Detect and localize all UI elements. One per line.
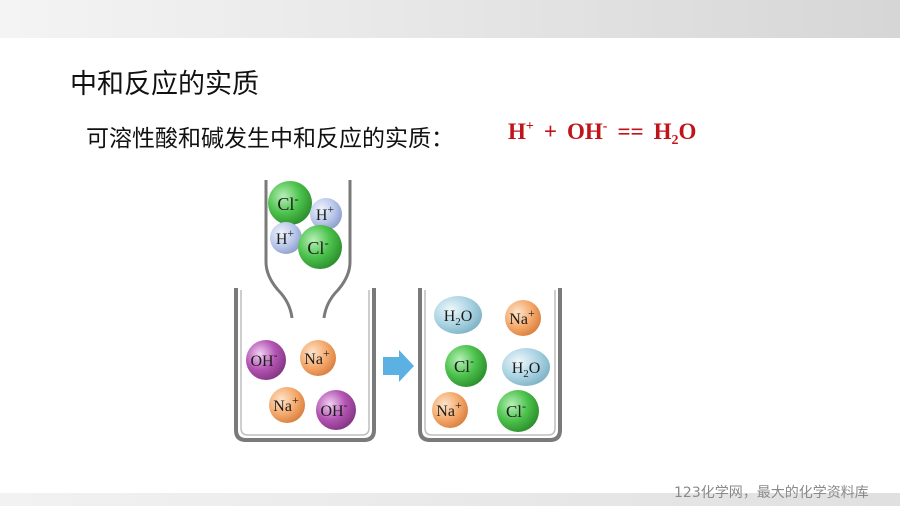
svg-text:Cl-: Cl- bbox=[307, 235, 328, 258]
ion-label: H bbox=[316, 207, 328, 224]
svg-text:H+: H+ bbox=[316, 202, 335, 224]
neutralization-equation: H++OH-==H2O bbox=[508, 119, 696, 149]
ion-label: Na bbox=[273, 398, 292, 415]
left-ion-hydroxide-2: OH- bbox=[316, 390, 356, 430]
ion-charge: - bbox=[274, 348, 278, 362]
ion-label2: O bbox=[529, 360, 541, 377]
svg-text:Cl-: Cl- bbox=[506, 399, 526, 421]
ion-sub: 2 bbox=[455, 316, 461, 328]
ion-charge: + bbox=[528, 306, 535, 320]
ion-label: H bbox=[512, 360, 524, 377]
right-ion-chloride-2: Cl- bbox=[497, 390, 539, 432]
funnel bbox=[264, 180, 352, 319]
eq-hydrogen-charge: + bbox=[525, 119, 534, 134]
ion-charge: + bbox=[455, 398, 462, 412]
watermark: 123化学网，最大的化学资料库 bbox=[674, 485, 869, 501]
svg-text:Na+: Na+ bbox=[509, 306, 535, 328]
ion-charge: - bbox=[470, 354, 474, 368]
ion-charge: + bbox=[323, 346, 330, 360]
eq-hydroxide-charge: - bbox=[602, 119, 608, 134]
right-beaker bbox=[418, 288, 562, 442]
svg-text:H+: H+ bbox=[276, 226, 295, 248]
ion-charge: + bbox=[292, 393, 299, 407]
right-molecule-water-1: H2O bbox=[434, 296, 482, 334]
ion-label: Cl bbox=[506, 402, 522, 421]
ion-charge: + bbox=[287, 226, 294, 240]
eq-water-o: O bbox=[678, 119, 697, 144]
svg-text:Cl-: Cl- bbox=[277, 191, 298, 214]
left-ion-sodium-2: Na+ bbox=[269, 387, 305, 423]
ion-label: OH bbox=[320, 403, 344, 420]
svg-text:H2O: H2O bbox=[512, 360, 541, 380]
left-beaker bbox=[234, 288, 376, 442]
right-ion-sodium-1: Na+ bbox=[505, 300, 541, 336]
ion-label2: O bbox=[461, 308, 473, 325]
left-ion-sodium-1: Na+ bbox=[300, 340, 336, 376]
ion-label: OH bbox=[250, 353, 274, 370]
ion-label: Na bbox=[304, 351, 323, 368]
funnel-ion-chloride-1: Cl- bbox=[268, 181, 312, 225]
funnel-ion-hydrogen-1: H+ bbox=[310, 198, 342, 230]
ion-label: Cl bbox=[454, 357, 470, 376]
ion-charge: - bbox=[294, 191, 298, 206]
right-molecule-water-2: H2O bbox=[502, 348, 550, 386]
funnel-ion-chloride-2: Cl- bbox=[298, 225, 342, 269]
ion-charge: - bbox=[522, 399, 526, 413]
svg-text:Na+: Na+ bbox=[273, 393, 299, 415]
svg-text:H2O: H2O bbox=[444, 308, 473, 328]
funnel-ion-hydrogen-2: H+ bbox=[270, 222, 302, 254]
footer-band bbox=[0, 493, 900, 506]
slide-title: 中和反应的实质 bbox=[70, 69, 259, 100]
eq-hydroxide: OH bbox=[566, 119, 603, 144]
left-beaker-inner bbox=[240, 290, 370, 436]
eq-equals: == bbox=[617, 119, 644, 144]
eq-water-h: H bbox=[653, 119, 672, 144]
ion-label: H bbox=[444, 308, 456, 325]
left-ion-hydroxide-1: OH- bbox=[246, 340, 286, 380]
eq-plus: + bbox=[543, 119, 557, 144]
ion-label: Na bbox=[509, 311, 528, 328]
statement-text: 可溶性酸和碱发生中和反应的实质： bbox=[86, 126, 454, 152]
right-beaker-inner bbox=[424, 290, 556, 436]
svg-text:Na+: Na+ bbox=[436, 398, 462, 420]
svg-text:OH-: OH- bbox=[250, 348, 277, 370]
eq-water-sub: 2 bbox=[671, 133, 679, 148]
svg-text:Cl-: Cl- bbox=[454, 354, 474, 376]
svg-text:Na+: Na+ bbox=[304, 346, 330, 368]
ion-label: Na bbox=[436, 403, 455, 420]
ion-charge: + bbox=[327, 202, 334, 216]
right-ion-chloride-1: Cl- bbox=[445, 345, 487, 387]
ion-label: H bbox=[276, 231, 288, 248]
svg-text:OH-: OH- bbox=[320, 398, 347, 420]
reaction-arrow bbox=[383, 350, 414, 382]
ion-charge: - bbox=[344, 398, 348, 412]
header-band bbox=[0, 0, 900, 38]
right-ion-sodium-2: Na+ bbox=[432, 392, 468, 428]
ion-label: Cl bbox=[307, 238, 324, 258]
eq-hydrogen: H bbox=[508, 119, 526, 144]
ion-charge: - bbox=[324, 235, 328, 250]
ion-sub: 2 bbox=[523, 368, 529, 380]
ion-label: Cl bbox=[277, 194, 294, 214]
